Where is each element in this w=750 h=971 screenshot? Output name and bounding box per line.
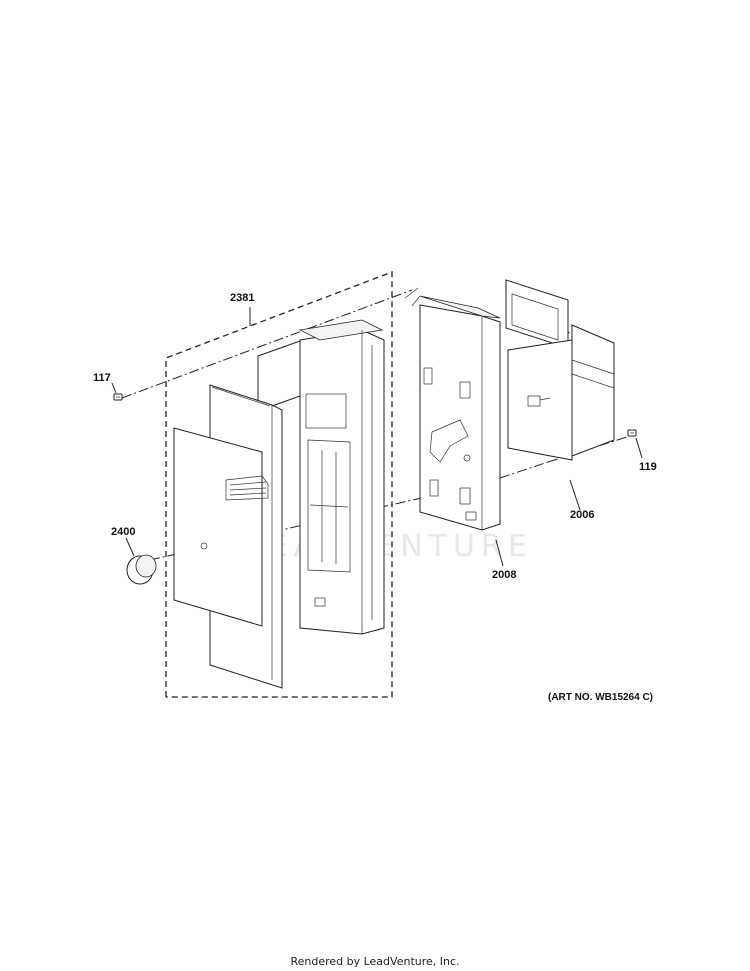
alignment-line-lower — [499, 461, 549, 479]
part-label-2400: 2400 — [111, 526, 135, 538]
watermark-text: LEADVENTURE — [246, 529, 533, 564]
control-board-2008 — [404, 287, 501, 531]
membrane-backing — [257, 340, 301, 412]
part-label-117: 117 — [93, 372, 111, 384]
screw-117 — [113, 393, 123, 401]
leader-2006 — [569, 479, 581, 511]
control-housing-2381 — [298, 319, 385, 635]
leader-2400 — [125, 537, 135, 557]
knob-2400 — [126, 554, 157, 585]
membrane-switch-panel — [173, 427, 269, 627]
part-label-119: 119 — [639, 461, 657, 473]
display-board-2006 — [505, 279, 615, 461]
leader-119 — [635, 437, 643, 459]
part-label-2006: 2006 — [570, 509, 594, 521]
footer-credit: Rendered by LeadVenture, Inc. — [290, 955, 460, 968]
leader-117 — [111, 382, 117, 394]
alignment-line-upper — [121, 289, 413, 399]
assembly-box-2381 — [165, 271, 393, 698]
leader-2008 — [495, 539, 504, 567]
part-label-2008: 2008 — [492, 569, 516, 581]
art-number: (ART NO. WB15264 C) — [548, 692, 654, 703]
screw-119 — [627, 429, 637, 437]
part-label-2381: 2381 — [230, 292, 254, 304]
